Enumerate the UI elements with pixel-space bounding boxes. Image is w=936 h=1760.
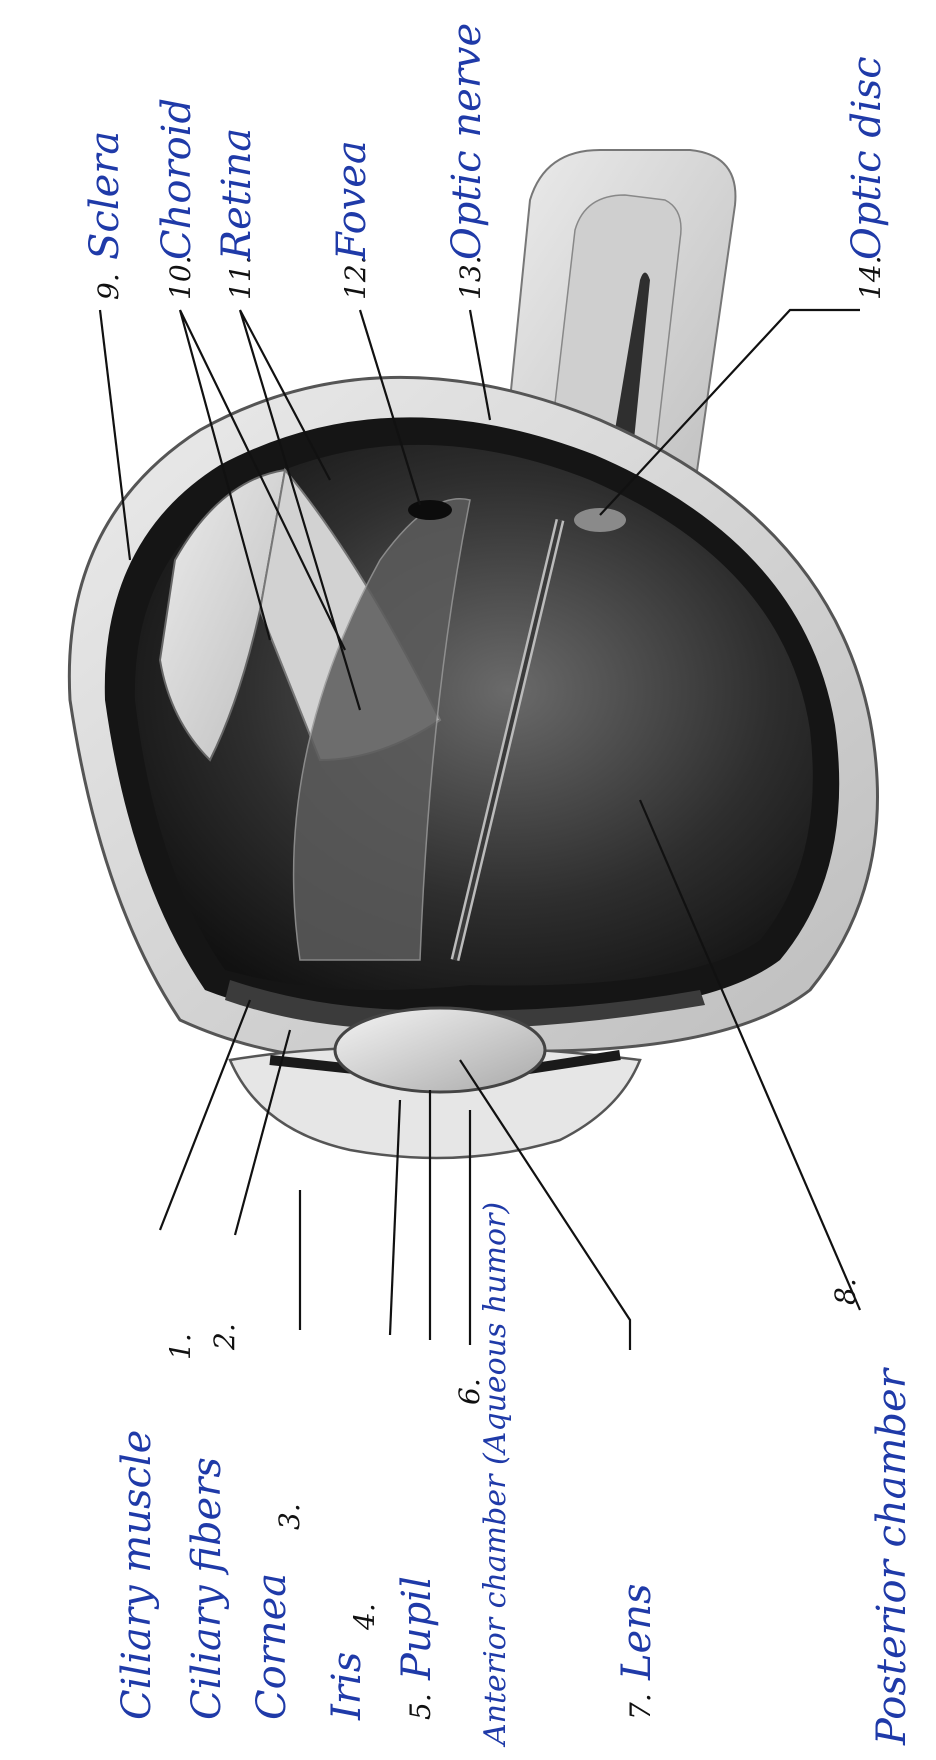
svg-text:14.: 14. (854, 255, 887, 300)
svg-text:10.: 10. (164, 255, 197, 300)
svg-text:Ciliary fibers: Ciliary fibers (184, 1457, 230, 1720)
svg-text:12.: 12. (339, 255, 372, 300)
svg-text:11.: 11. (224, 255, 257, 300)
label-8-posterior-chamber: Posterior chamber 8. (829, 1278, 915, 1746)
svg-text:Lens: Lens (614, 1583, 660, 1681)
label-13-optic-nerve: 13. Optic nerve (444, 23, 490, 300)
label-11-retina: 11. Retina (214, 128, 260, 300)
label-10-choroid: 10. Choroid (154, 98, 200, 300)
svg-text:Ciliary muscle: Ciliary muscle (114, 1430, 160, 1720)
svg-text:Retina: Retina (214, 128, 260, 261)
svg-text:Choroid: Choroid (154, 98, 200, 260)
svg-text:7.: 7. (624, 1693, 657, 1720)
svg-text:Pupil: Pupil (394, 1576, 440, 1681)
svg-text:1.: 1. (164, 1333, 197, 1360)
label-14-optic-disc: 14. Optic disc (844, 56, 890, 300)
label-2-ciliary-fibers: Ciliary fibers 2. (184, 1323, 241, 1720)
label-9-sclera: 9. Sclera (82, 131, 128, 300)
svg-text:Cornea: Cornea (249, 1573, 295, 1720)
svg-text:Anterior chamber (Aqueous humo: Anterior chamber (Aqueous humor) (478, 1202, 513, 1748)
label-6-anterior-chamber: Anterior chamber (Aqueous humor) 6. (453, 1202, 513, 1748)
label-5-pupil: 5. Pupil (394, 1576, 440, 1720)
svg-text:Sclera: Sclera (82, 131, 128, 260)
svg-text:2.: 2. (208, 1323, 241, 1351)
svg-text:3.: 3. (273, 1503, 306, 1530)
label-12-fovea: 12. Fovea (329, 140, 375, 300)
label-7-lens: 7. Lens (614, 1583, 660, 1720)
svg-text:8.: 8. (829, 1278, 862, 1305)
svg-text:6.: 6. (453, 1378, 486, 1405)
label-4-iris: Iris 4. (324, 1603, 381, 1721)
svg-text:Fovea: Fovea (329, 140, 375, 261)
svg-text:13.: 13. (454, 255, 487, 300)
eyeball-illustration (69, 377, 877, 1158)
label-3-cornea: Cornea 3. (249, 1503, 306, 1720)
svg-text:Posterior chamber: Posterior chamber (869, 1366, 915, 1746)
svg-text:Optic nerve: Optic nerve (444, 23, 490, 260)
svg-text:9.: 9. (92, 273, 125, 300)
svg-text:5.: 5. (404, 1693, 437, 1720)
svg-text:4.: 4. (348, 1603, 381, 1631)
svg-text:Iris: Iris (324, 1652, 370, 1721)
svg-text:Optic disc: Optic disc (844, 56, 890, 260)
